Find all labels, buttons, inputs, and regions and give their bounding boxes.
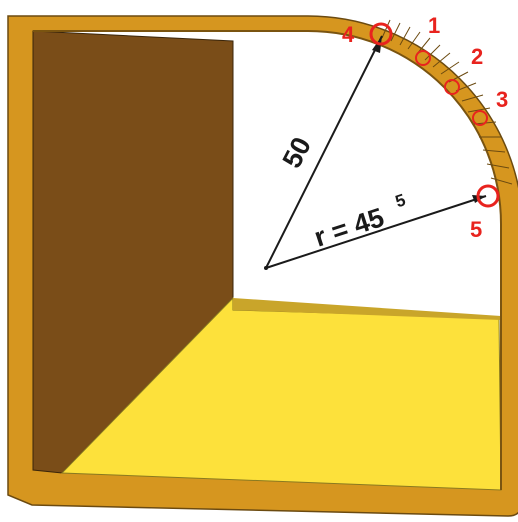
label-point-1: 1 [428, 13, 440, 38]
marker-3-circle [472, 110, 488, 126]
marker-1-circle [415, 50, 431, 66]
label-point-2: 2 [471, 44, 483, 69]
label-point-3: 3 [496, 87, 508, 112]
floor-back-edge [233, 298, 501, 320]
label-point-4: 4 [342, 22, 355, 47]
marker-2-circle [444, 79, 460, 95]
dimension-lines [265, 35, 487, 269]
corner-hatching [381, 19, 513, 185]
marker-4-circle [369, 22, 393, 46]
marker-5-circle [476, 184, 500, 208]
label-point-5: 5 [470, 217, 482, 242]
center-point [264, 266, 268, 270]
